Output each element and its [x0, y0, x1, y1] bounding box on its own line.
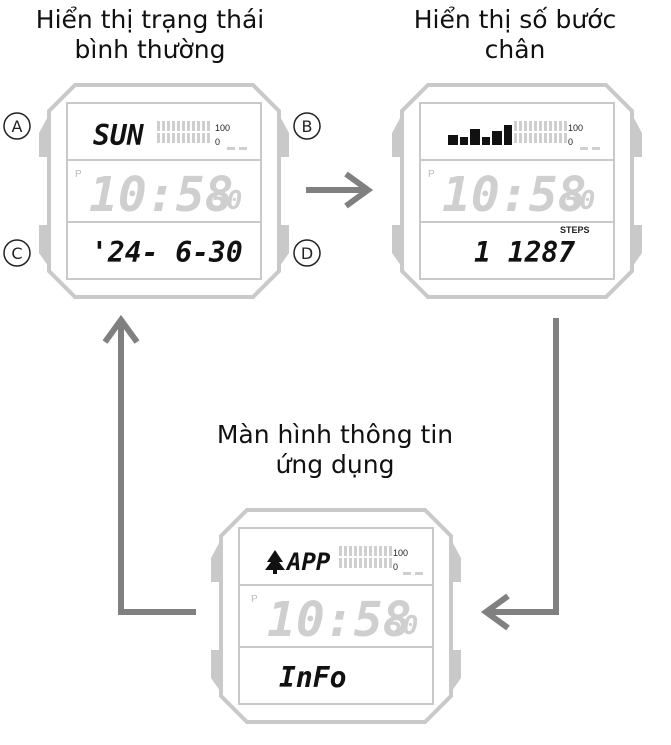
steps-label: STEPS	[560, 225, 590, 235]
watch-app-info: APP 100 0 P 10:58 50 InFo	[211, 508, 461, 724]
caption-line: chân	[484, 35, 546, 64]
day-of-week: SUN	[93, 119, 145, 152]
scale-min-label: 0	[568, 137, 573, 147]
pm-indicator: P	[251, 594, 258, 605]
button-a-label: A	[3, 112, 31, 140]
scale-min-label: 0	[215, 137, 220, 147]
button-c-label: C	[3, 239, 31, 267]
arrow-steps-to-app-info	[480, 318, 559, 631]
caption-line: Hiển thị trạng thái	[35, 5, 265, 34]
time-display: 10:58	[267, 592, 412, 648]
button-d-label: D	[293, 239, 321, 267]
lcd-frame	[419, 102, 615, 280]
scale-max-label: 100	[215, 123, 230, 133]
scale-min-label: 0	[393, 562, 398, 572]
button-a-letter: A	[12, 117, 23, 136]
caption-line: Màn hình thông tin	[216, 420, 454, 449]
caption-line: bình thường	[74, 35, 226, 64]
caption-step-display: Hiển thị số bước chân	[360, 5, 670, 65]
caption-app-info-display: Màn hình thông tin ứng dụng	[170, 420, 500, 480]
steps-count: 1 1287	[474, 236, 575, 269]
button-d-letter: D	[301, 244, 313, 263]
seconds-display: 50	[564, 186, 595, 216]
time-display: 10:58	[89, 167, 234, 223]
button-c-letter: C	[11, 244, 22, 263]
watch-normal: SUN 100 0 P 10:58 50 '24- 6-30	[39, 83, 289, 299]
caption-normal-display: Hiển thị trạng thái bình thường	[0, 5, 300, 65]
button-b-letter: B	[302, 117, 313, 136]
caption-line: ứng dụng	[275, 450, 395, 479]
app-label: APP	[285, 548, 331, 576]
watch-steps: 100 0 P 10:58 50 STEPS 1 1287	[392, 83, 642, 299]
pm-indicator: P	[75, 169, 82, 180]
arrow-normal-to-steps	[306, 171, 374, 209]
date-display: '24- 6-30	[91, 236, 243, 269]
step-history-bars	[448, 125, 512, 145]
caption-line: Hiển thị số bước	[413, 5, 617, 34]
time-display: 10:58	[442, 167, 587, 223]
seconds-display: 50	[387, 611, 418, 641]
button-b-label: B	[293, 112, 321, 140]
scale-max-label: 100	[568, 123, 583, 133]
scale-max-label: 100	[393, 548, 408, 558]
info-display: InFo	[279, 661, 346, 694]
app-tree-icon	[265, 550, 285, 574]
lcd-frame	[66, 102, 262, 280]
seconds-display: 50	[211, 186, 242, 216]
arrow-app-info-to-normal	[102, 314, 196, 615]
pm-indicator: P	[428, 169, 435, 180]
